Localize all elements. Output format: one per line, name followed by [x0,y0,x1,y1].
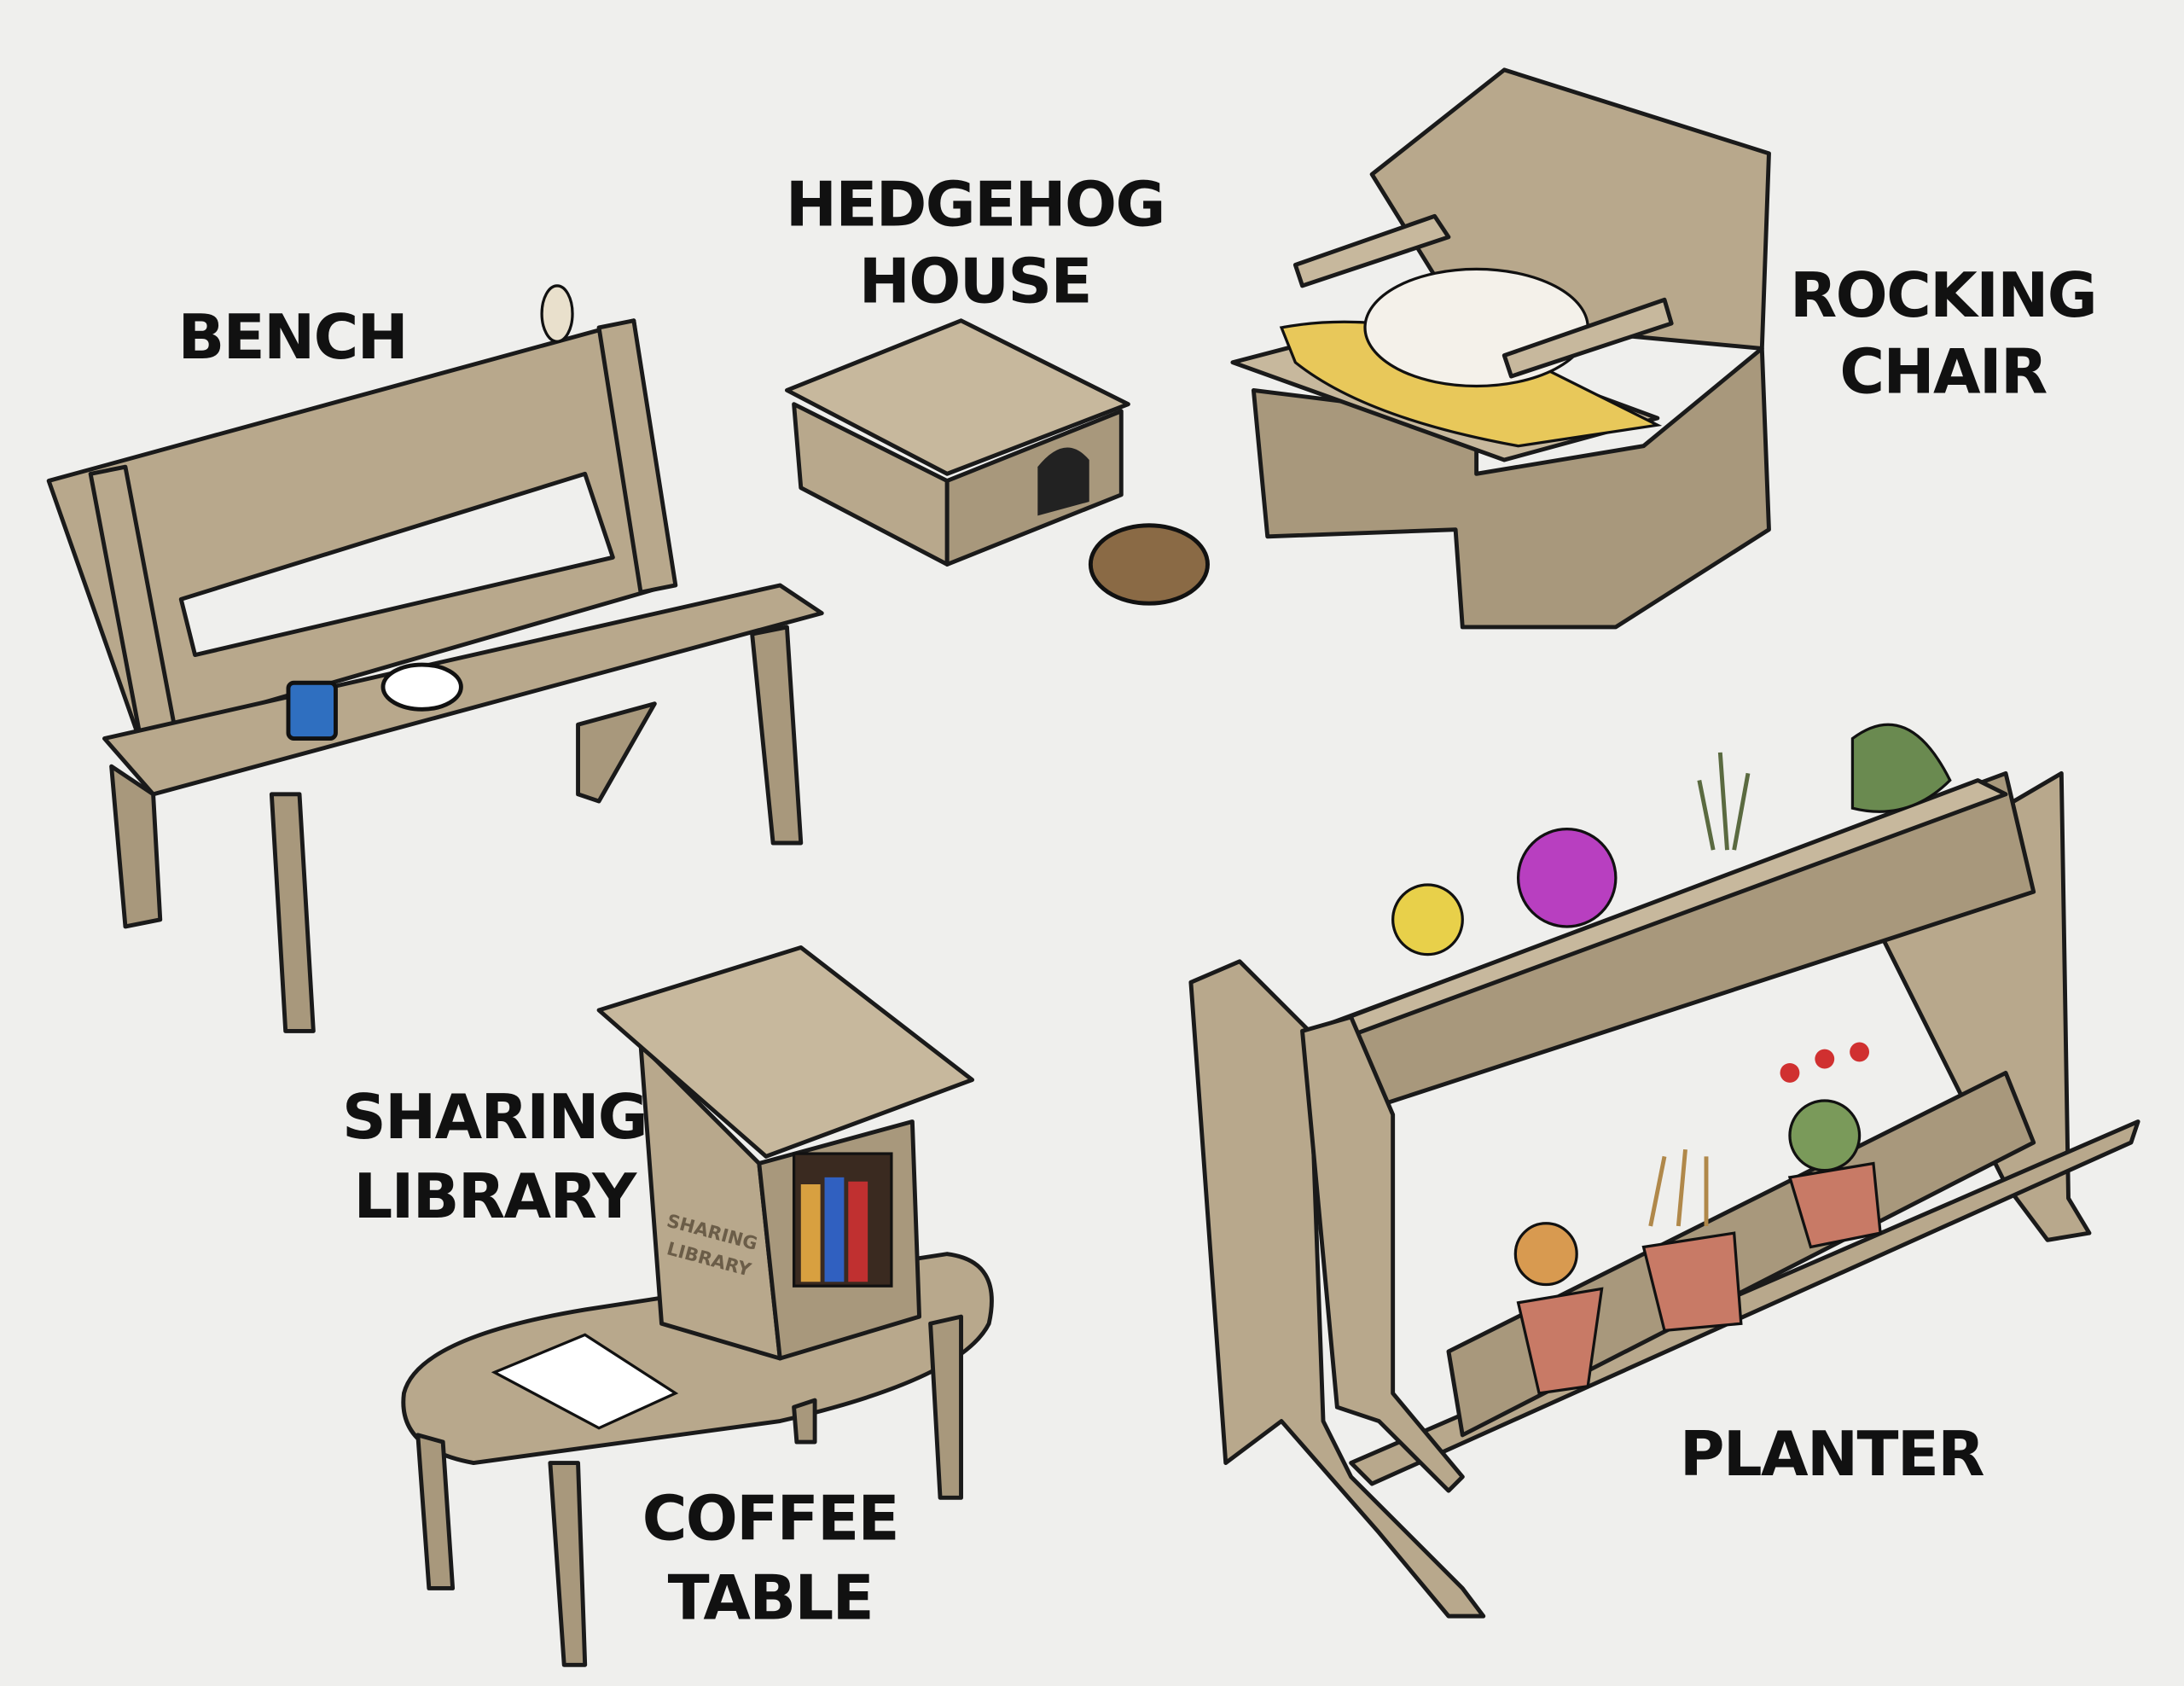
potted-plants [1391,723,1952,1395]
mug-icon [286,680,338,741]
cat-icon [1363,267,1589,388]
bench-drawing [46,284,824,1033]
open-book-icon [491,1333,679,1430]
label-hedgehog-1: HEDGEHOG [786,169,1165,241]
label-rocking-1: ROCKING [1790,259,2096,331]
planter-drawing [1188,723,2140,1619]
plate-icon [380,662,463,712]
label-sharing-1: SHARING [342,1081,647,1153]
label-bench: BENCH [178,301,408,373]
bird-icon [540,284,574,343]
label-coffee-1: COFFEE [642,1482,898,1554]
label-coffee-2: TABLE [668,1561,873,1633]
label-planter: PLANTER [1680,1418,1984,1490]
sharing-library-drawing: SHARING LIBRARY [596,945,975,1361]
rocking-chair-drawing [1230,67,1771,630]
hedgehog-house-drawing [785,318,1210,606]
label-rocking-2: CHAIR [1839,336,2047,408]
hedgehog-icon [1088,523,1210,606]
label-sharing-2: LIBRARY [354,1160,638,1232]
label-hedgehog-2: HOUSE [859,246,1091,317]
